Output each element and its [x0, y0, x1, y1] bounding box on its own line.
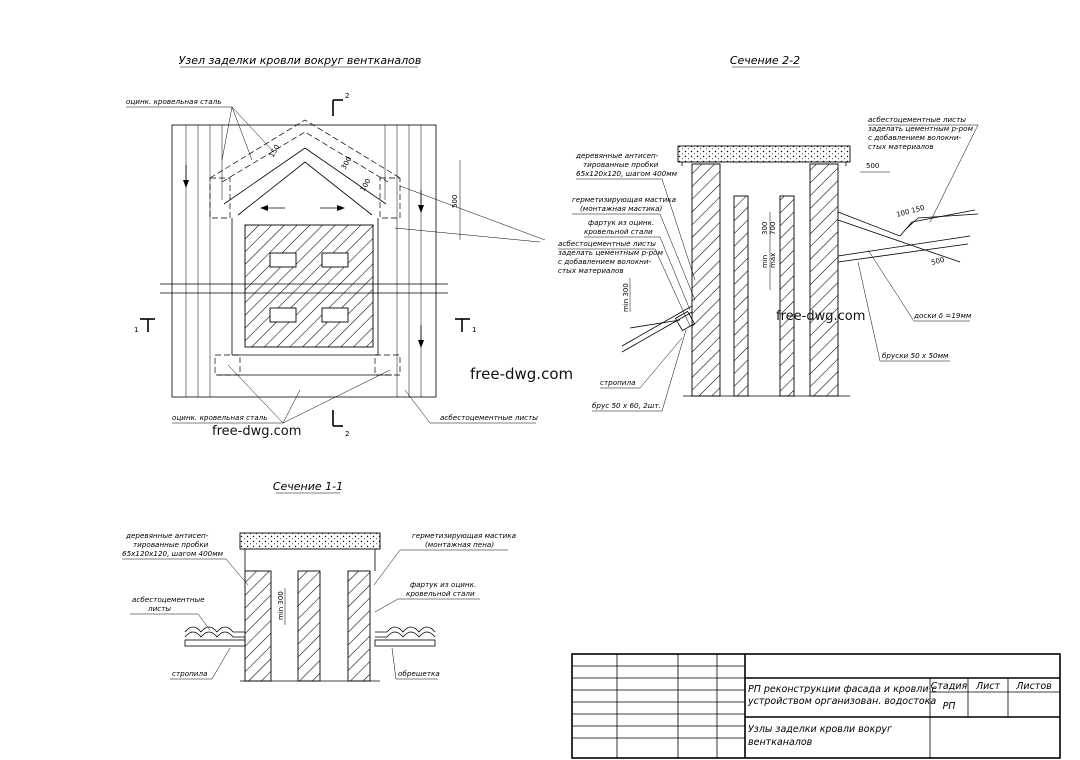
svg-text:фартук из оцинк.: фартук из оцинк. [410, 580, 476, 589]
svg-text:min: min [761, 255, 769, 268]
svg-text:асбестоцементные листы: асбестоцементные листы [868, 115, 966, 124]
stamp-col-sheets: Листов [1015, 681, 1052, 692]
svg-text:кровельной стали: кровельной стали [406, 589, 475, 598]
svg-text:герметизирующая мастика: герметизирующая мастика [412, 531, 516, 540]
svg-text:1: 1 [472, 326, 476, 334]
svg-text:бруски 50 х 50мм: бруски 50 х 50мм [882, 351, 949, 360]
svg-text:деревянные антисеп-: деревянные антисеп- [575, 151, 659, 160]
sec11-cap [239, 532, 381, 550]
svg-text:стых материалов: стых материалов [868, 142, 934, 151]
svg-text:min 300: min 300 [622, 283, 630, 312]
steel-flashing [209, 119, 401, 376]
svg-text:(монтажная мастика): (монтажная мастика) [580, 204, 662, 213]
sec11-wall-left [244, 570, 272, 682]
stamp-project-line2: устройством организован. водостока [747, 696, 936, 707]
stamp-project-line1: РП реконструкции фасада и кровли с [748, 684, 938, 695]
svg-text:300: 300 [761, 222, 769, 235]
sec22-cap [677, 145, 851, 163]
section-marker-2-top: 2 [332, 92, 349, 116]
svg-text:брус 50 х 60, 2шт.: брус 50 х 60, 2шт. [592, 401, 661, 410]
svg-text:65х120х120, шагом 400мм: 65х120х120, шагом 400мм [576, 169, 678, 178]
sec11-partition-1 [297, 570, 321, 682]
svg-text:герметизирующая мастика: герметизирующая мастика [572, 195, 676, 204]
svg-text:кровельной стали: кровельной стали [584, 227, 653, 236]
stamp-col-stage: Стадия [931, 681, 968, 692]
slope-arrows [183, 165, 424, 348]
svg-text:стропила: стропила [172, 669, 207, 678]
svg-text:тированные пробки: тированные пробки [583, 160, 659, 169]
stamp-col-sheet: Лист [975, 681, 1001, 692]
vent-channels [269, 252, 349, 323]
svg-text:асбестоцементные листы: асбестоцементные листы [558, 239, 656, 248]
svg-text:листы: листы [147, 604, 171, 613]
svg-text:обрешетка: обрешетка [398, 669, 440, 678]
sec22-partition-2 [779, 195, 795, 397]
svg-text:150: 150 [268, 143, 282, 159]
stamp-stage-value: РП [943, 701, 956, 712]
svg-text:стропила: стропила [600, 378, 635, 387]
label-plan-asbestos: асбестоцементные листы [440, 413, 538, 422]
stamp-title-line2: вентканалов [748, 737, 813, 748]
watermark: free-dwg.com [776, 309, 865, 324]
sec22-wall-right [809, 163, 839, 397]
svg-text:тированные пробки: тированные пробки [133, 540, 209, 549]
section-marker-1-left: 1 [134, 318, 155, 334]
label-plan-steel-top: оцинк. кровельная сталь [126, 97, 221, 106]
sec11-title: Сечение 1-1 [273, 480, 343, 493]
plan-title: Узел заделки кровли вокруг вентканалов [179, 54, 422, 67]
sec22-wall-left [691, 163, 721, 397]
svg-text:2: 2 [345, 92, 349, 100]
sec11-corrugated-right [374, 626, 436, 647]
stamp-title-line1: Узлы заделки кровли вокруг [748, 724, 893, 735]
watermark: free-dwg.com [212, 424, 301, 439]
section-marker-1-right: 1 [455, 318, 476, 334]
plan-view: Узел заделки кровли вокруг вентканалов [126, 54, 546, 438]
svg-text:100 150: 100 150 [895, 204, 925, 219]
svg-text:стых материалов: стых материалов [558, 266, 624, 275]
svg-text:заделать цементным р-ром: заделать цементным р-ром [868, 124, 974, 133]
svg-text:1: 1 [134, 326, 138, 334]
svg-text:min 300: min 300 [277, 591, 285, 620]
title-block: РП реконструкции фасада и кровли с устро… [571, 653, 1061, 759]
section-marker-2-bottom: 2 [332, 410, 349, 438]
svg-text:500: 500 [866, 162, 879, 170]
svg-text:асбестоцементные: асбестоцементные [132, 595, 205, 604]
sec22-roof-left [621, 305, 696, 353]
svg-text:с добавлением волокни-: с добавлением волокни- [558, 257, 652, 266]
svg-text:деревянные антисеп-: деревянные антисеп- [125, 531, 209, 540]
watermark: free-dwg.com [470, 365, 573, 383]
sec22-title: Сечение 2-2 [730, 54, 800, 67]
svg-text:с добавлением волокни-: с добавлением волокни- [868, 133, 962, 142]
svg-text:доски δ =19мм: доски δ =19мм [913, 311, 972, 320]
svg-text:65х120х120, шагом 400мм: 65х120х120, шагом 400мм [122, 549, 224, 558]
svg-text:max: max [769, 253, 777, 268]
svg-text:заделать цементным р-ром: заделать цементным р-ром [558, 248, 664, 257]
svg-text:700: 700 [769, 222, 777, 235]
sec22-roof-right [837, 209, 979, 263]
svg-text:2: 2 [345, 430, 349, 438]
label-plan-steel-bottom: оцинк. кровельная сталь [172, 413, 267, 422]
svg-text:фартук из оцинк.: фартук из оцинк. [588, 218, 654, 227]
svg-text:500: 500 [451, 195, 459, 208]
vent-shaft-plan [244, 224, 374, 348]
svg-text:100: 100 [359, 177, 373, 193]
svg-text:500: 500 [930, 256, 945, 267]
sec11-corrugated-left [184, 626, 246, 647]
svg-text:300: 300 [340, 155, 354, 171]
svg-text:(монтажная пена): (монтажная пена) [425, 540, 494, 549]
section-1-1: Сечение 1-1 min 300 деревянные антисеп- … [122, 480, 516, 682]
section-2-2: Сечение 2-2 500 300 [558, 54, 979, 412]
sec11-partition-2 [347, 570, 371, 682]
sec22-partition-1 [733, 195, 749, 397]
